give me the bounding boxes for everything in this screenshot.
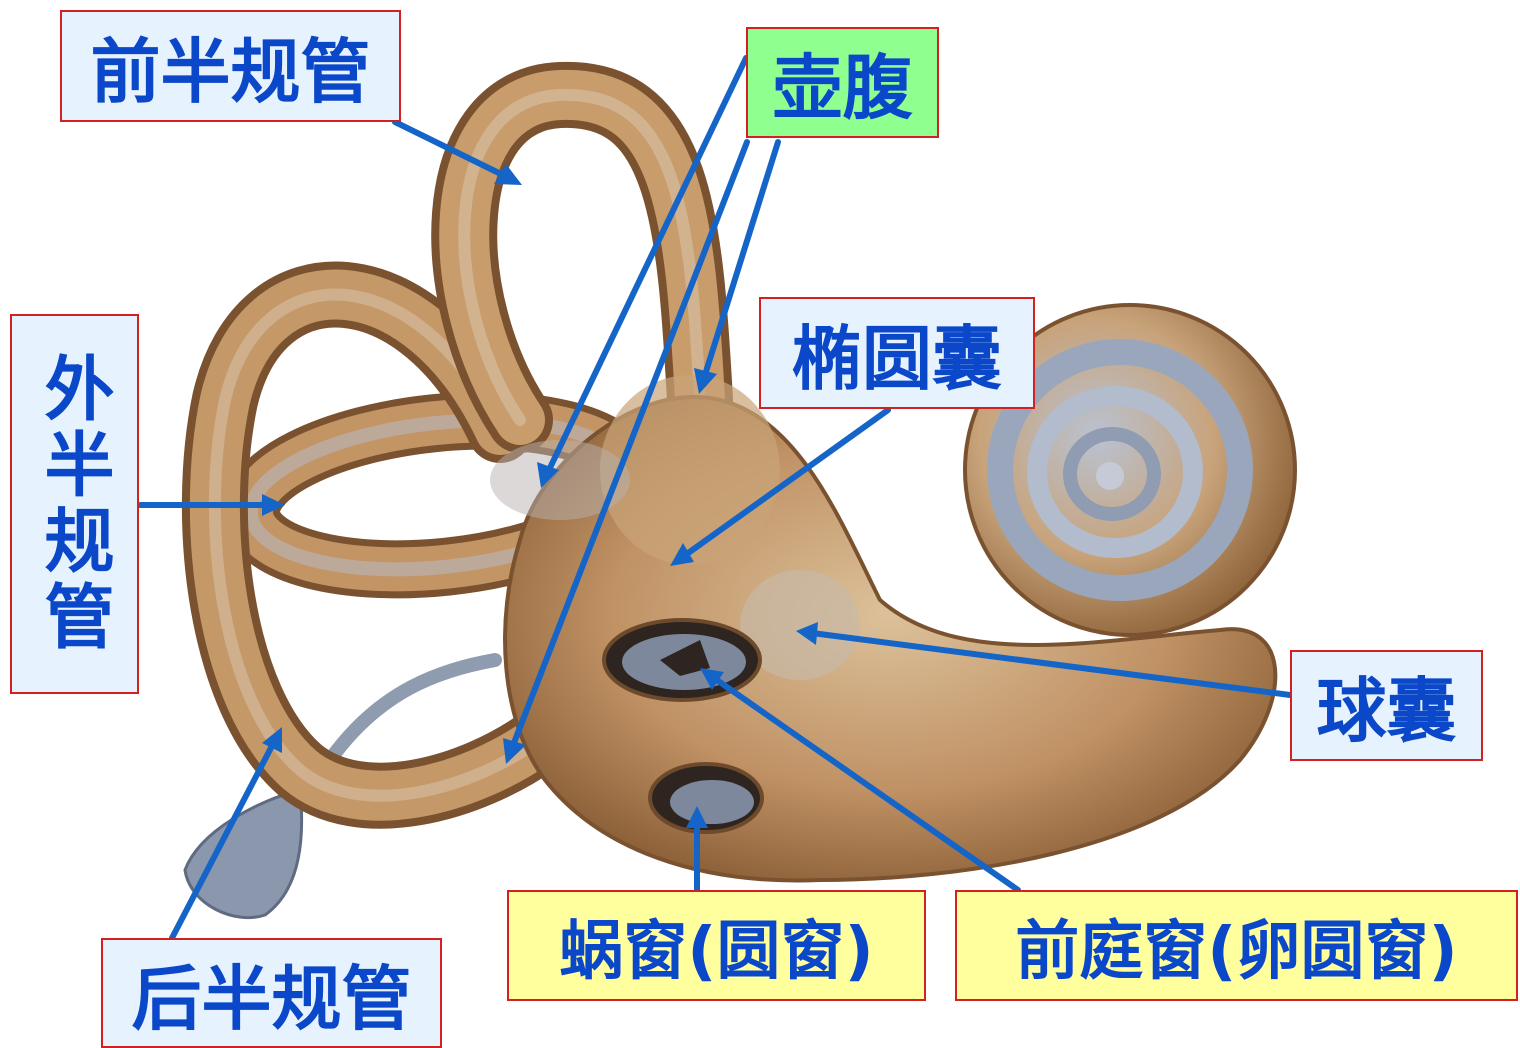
label-anterior-semicircular-canal: 前半规管 bbox=[60, 10, 401, 122]
label-lateral-semicircular-canal: 外半规管 bbox=[10, 314, 139, 694]
round-window-shape bbox=[650, 764, 762, 832]
label-ampulla-text: 壶腹 bbox=[773, 32, 913, 133]
label-utricle-text: 椭圆囊 bbox=[792, 303, 1002, 404]
label-oval-window: 前庭窗(卵圆窗) bbox=[955, 890, 1518, 1001]
oval-window-shape bbox=[604, 620, 760, 700]
label-saccule-text: 球囊 bbox=[1317, 655, 1457, 756]
label-ampulla: 壶腹 bbox=[746, 27, 939, 138]
anterior-canal-shape bbox=[464, 95, 700, 420]
label-posterior-semicircular-canal: 后半规管 bbox=[101, 938, 442, 1048]
label-oval-window-text: 前庭窗(卵圆窗) bbox=[1015, 900, 1458, 992]
label-lateral-text: 外半规管 bbox=[24, 352, 125, 656]
label-anterior-text: 前半规管 bbox=[91, 16, 371, 117]
label-saccule: 球囊 bbox=[1290, 650, 1483, 761]
label-round-window-text: 蜗窗(圆窗) bbox=[559, 900, 874, 992]
label-round-window: 蜗窗(圆窗) bbox=[507, 890, 926, 1001]
label-posterior-text: 后半规管 bbox=[132, 943, 412, 1044]
label-utricle: 椭圆囊 bbox=[759, 297, 1035, 409]
